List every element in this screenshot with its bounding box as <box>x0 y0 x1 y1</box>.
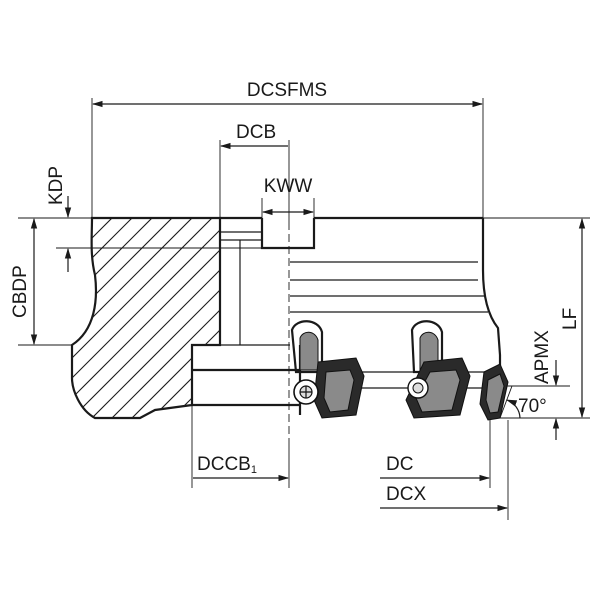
dimension-kww: KWW <box>261 176 315 218</box>
dim-label-lf: LF <box>560 308 581 330</box>
hatch-line <box>0 200 10 430</box>
dimension-dcb: DCB <box>219 122 290 222</box>
dimension-dcx: DCX <box>380 420 509 520</box>
hatch-line <box>72 218 220 418</box>
body-bottom-face <box>192 345 302 415</box>
dim-label-dc: DC <box>386 454 413 475</box>
dim-label-dcx: DCX <box>386 484 426 505</box>
section-outline <box>70 216 222 420</box>
hatch-line <box>72 218 220 418</box>
dim-label-cbdp: CBDP <box>10 265 31 318</box>
dimension-apmx: APMX <box>506 330 570 440</box>
insert-pocket-right <box>479 363 509 421</box>
hatch-line <box>72 218 220 418</box>
dim-label-dcsfms: DCSFMS <box>247 80 327 101</box>
keyway-slot <box>260 218 316 250</box>
dim-label-angle: 70° <box>518 396 547 417</box>
dim-label-kdp: KDP <box>46 166 67 205</box>
body-right-profile <box>481 218 502 378</box>
insert-pocket-middle <box>405 320 471 419</box>
hatch-line <box>119 218 220 418</box>
dimension-dcsfms: DCSFMS <box>91 80 484 218</box>
dimension-cbdp: CBDP <box>10 217 72 346</box>
hatch-line <box>139 218 220 418</box>
dim-label-dccb: DCCB1 <box>197 454 257 476</box>
hatch-line <box>79 218 220 418</box>
insert-pocket-left <box>290 320 365 419</box>
dimension-dc: DC <box>380 420 491 488</box>
dimension-kdp: KDP <box>46 166 262 272</box>
dim-label-dcb: DCB <box>236 122 276 143</box>
hatch-line <box>72 218 151 418</box>
dim-label-apmx: APMX <box>532 330 553 384</box>
dimension-lead-angle: 70° <box>499 385 547 419</box>
hatch-line <box>360 200 590 430</box>
hatch-line <box>72 218 220 418</box>
hatch-line <box>72 218 211 418</box>
body-step-lines <box>290 261 488 313</box>
hatch-line <box>500 200 600 430</box>
bore-wall <box>220 231 290 346</box>
hatch-line <box>72 218 171 418</box>
dim-label-kww: KWW <box>264 176 313 197</box>
cutter-body <box>0 200 600 440</box>
hatch-line <box>99 218 220 418</box>
dimension-dccb: DCCB1 <box>191 405 290 488</box>
